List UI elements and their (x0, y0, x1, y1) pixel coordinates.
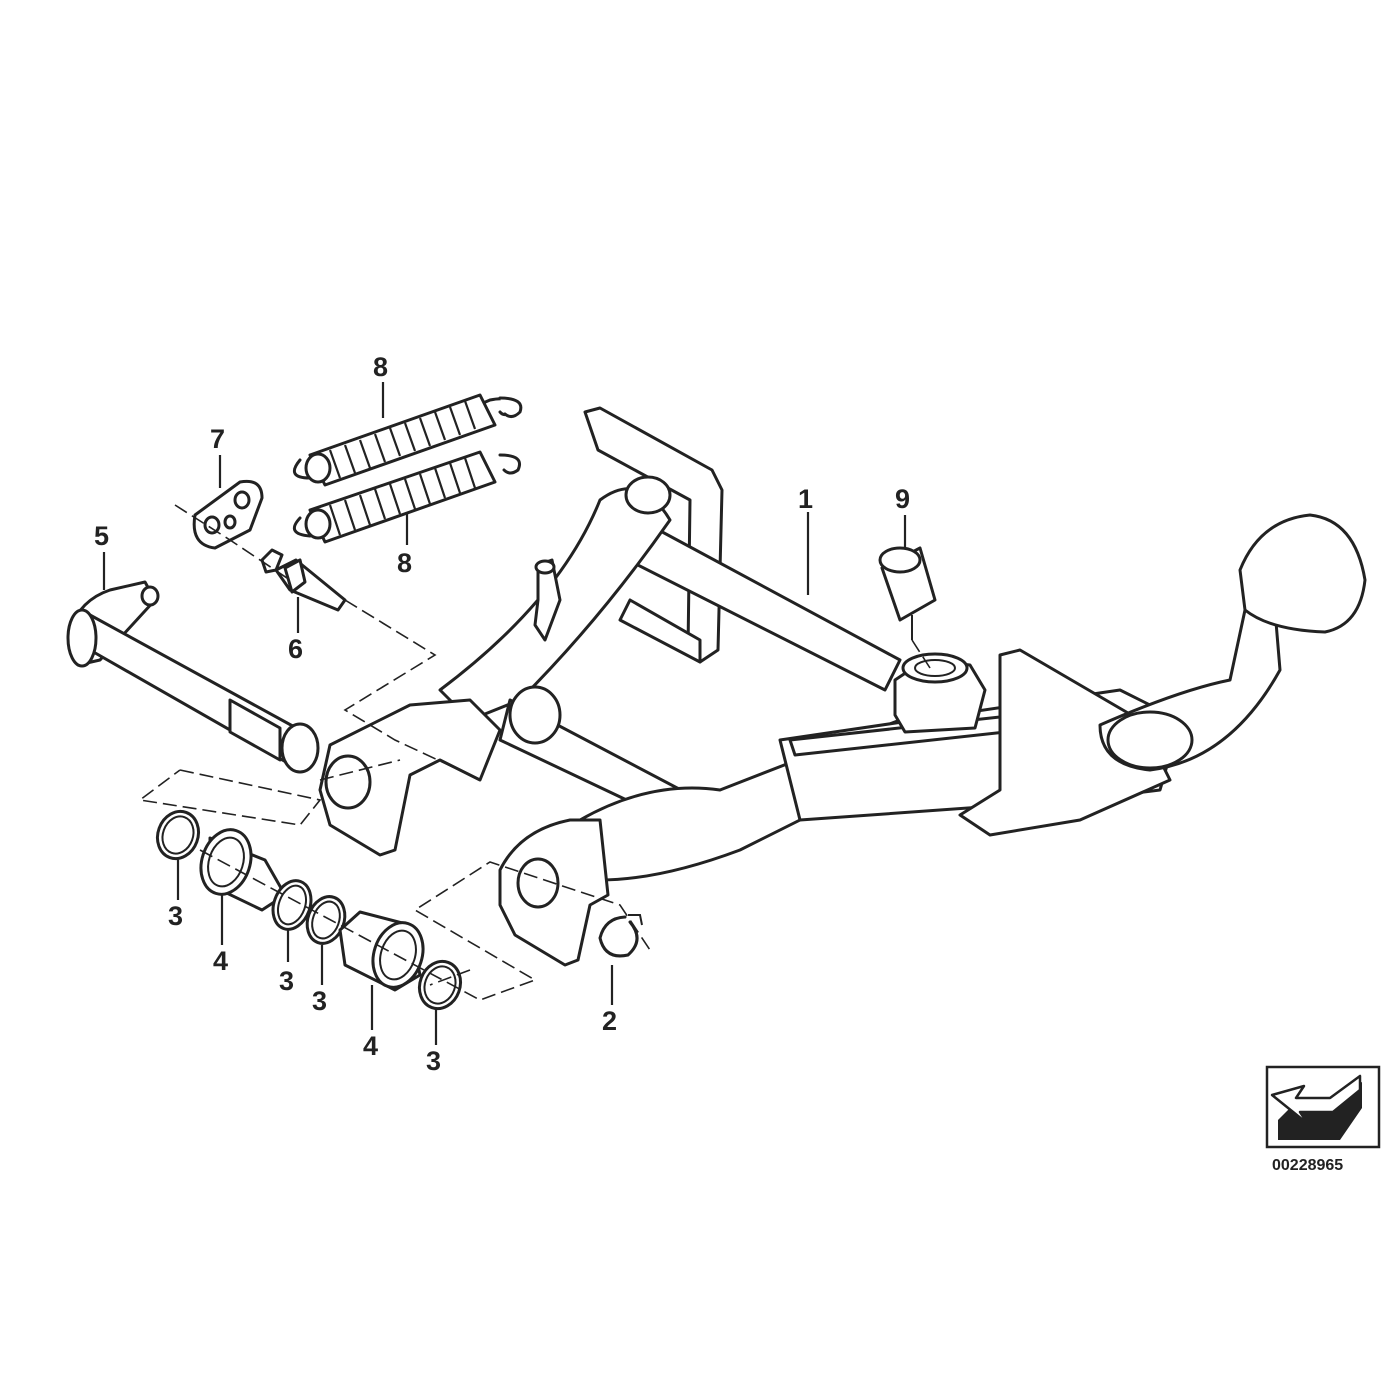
callout-3: 3 (312, 986, 327, 1016)
bushing-2 (338, 910, 425, 992)
callout-3: 3 (279, 966, 294, 996)
spring-plate (192, 479, 264, 550)
callout-8: 8 (373, 352, 388, 382)
callout-9: 9 (895, 484, 910, 514)
callout-3: 3 (426, 1046, 441, 1076)
washer-ring-1 (155, 809, 201, 861)
circlip (598, 914, 643, 958)
callout-8: 8 (397, 548, 412, 578)
callout-4: 4 (363, 1031, 378, 1061)
spring-upper (292, 393, 523, 487)
bolt (260, 548, 347, 612)
callout-5: 5 (94, 521, 109, 551)
rubber-cap (878, 546, 937, 640)
spring-lower (292, 450, 521, 544)
callout-6: 6 (288, 634, 303, 664)
callouts: 1 2 3 3 3 3 4 4 5 6 7 8 8 9 (94, 352, 910, 1076)
stand-frame (318, 406, 1367, 967)
leader-lines (102, 382, 907, 1045)
callout-1: 1 (798, 484, 813, 514)
washer-ring-3 (305, 895, 347, 945)
callout-2: 2 (602, 1006, 617, 1036)
diagram-reference-number: 00228965 (1272, 1157, 1343, 1174)
callout-4: 4 (213, 946, 228, 976)
bushing-1 (199, 828, 287, 912)
pivot-shaft (66, 580, 320, 774)
assembly-lines (138, 504, 931, 1001)
washer-ring-2 (271, 879, 313, 931)
arrow-direction-icon (1270, 1074, 1362, 1140)
callout-7: 7 (210, 424, 225, 454)
orientation-box: 00228965 (1265, 1065, 1381, 1174)
callout-3: 3 (168, 901, 183, 931)
